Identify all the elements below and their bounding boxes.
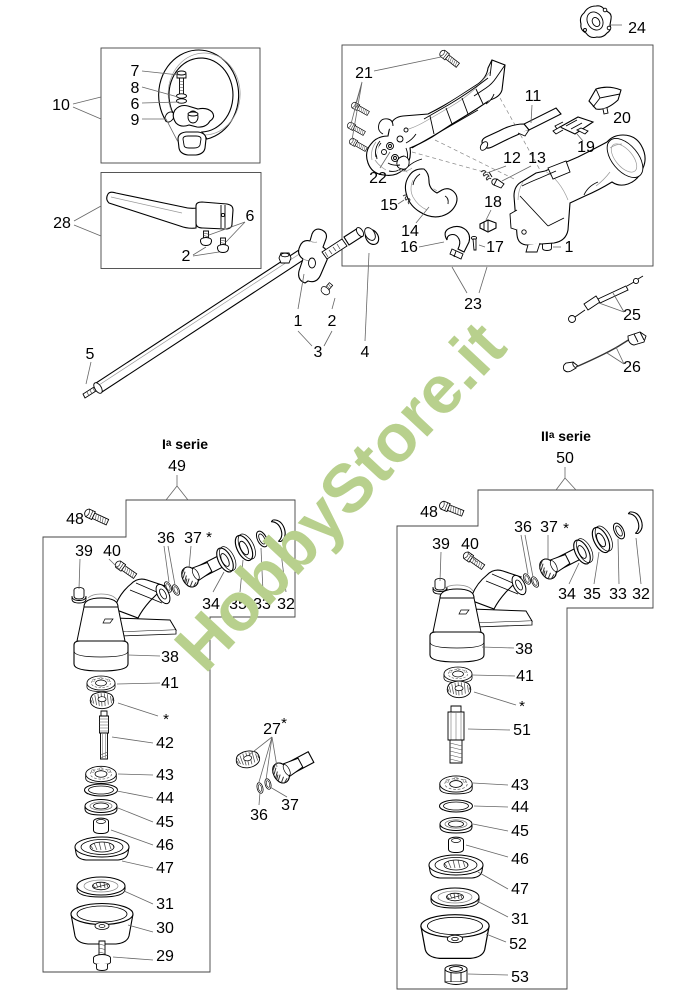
svg-text:1: 1	[565, 239, 574, 256]
svg-text:26: 26	[623, 359, 641, 376]
svg-text:2: 2	[328, 313, 337, 330]
svg-text:IIa serie: IIa serie	[541, 428, 591, 444]
svg-text:10: 10	[52, 97, 70, 114]
svg-text:25: 25	[623, 307, 641, 324]
svg-text:33: 33	[609, 586, 627, 603]
svg-text:37: 37	[281, 797, 299, 814]
svg-text:29: 29	[156, 948, 174, 965]
svg-text:32: 32	[277, 596, 295, 613]
svg-text:39: 39	[75, 543, 93, 560]
svg-text:36: 36	[250, 807, 268, 824]
svg-text:41: 41	[516, 668, 534, 685]
svg-text:31: 31	[156, 896, 174, 913]
svg-text:48: 48	[420, 504, 438, 521]
svg-text:45: 45	[511, 823, 529, 840]
svg-text:47: 47	[156, 860, 174, 877]
svg-text:4: 4	[361, 344, 370, 361]
svg-text:17: 17	[486, 239, 504, 256]
svg-text:37: 37	[184, 530, 202, 547]
svg-text:48: 48	[66, 511, 84, 528]
svg-text:50: 50	[556, 450, 574, 467]
svg-text:*: *	[563, 520, 569, 537]
svg-text:42: 42	[156, 735, 174, 752]
svg-text:46: 46	[156, 837, 174, 854]
svg-text:*: *	[163, 711, 169, 728]
svg-text:27: 27	[263, 721, 281, 738]
svg-text:3: 3	[314, 344, 323, 361]
svg-text:44: 44	[156, 790, 174, 807]
svg-text:43: 43	[511, 777, 529, 794]
svg-text:52: 52	[509, 936, 527, 953]
svg-text:30: 30	[156, 920, 174, 937]
svg-text:32: 32	[632, 586, 650, 603]
svg-text:38: 38	[515, 641, 533, 658]
svg-text:22: 22	[369, 170, 387, 187]
svg-text:41: 41	[161, 675, 179, 692]
svg-text:37: 37	[540, 519, 558, 536]
svg-text:1: 1	[294, 313, 303, 330]
svg-text:28: 28	[53, 215, 71, 232]
svg-text:9: 9	[131, 112, 140, 129]
svg-text:33: 33	[253, 596, 271, 613]
svg-text:40: 40	[461, 536, 479, 553]
svg-text:34: 34	[202, 596, 220, 613]
svg-text:18: 18	[484, 194, 502, 211]
svg-text:14: 14	[401, 223, 419, 240]
svg-text:2: 2	[182, 248, 191, 265]
svg-text:35: 35	[583, 586, 601, 603]
svg-text:*: *	[206, 529, 212, 546]
svg-text:46: 46	[511, 851, 529, 868]
svg-text:51: 51	[513, 722, 531, 739]
svg-text:36: 36	[514, 519, 532, 536]
svg-text:Ia serie: Ia serie	[162, 436, 208, 452]
svg-text:47: 47	[511, 881, 529, 898]
svg-text:6: 6	[131, 96, 140, 113]
svg-text:8: 8	[131, 80, 140, 97]
svg-text:16: 16	[400, 239, 418, 256]
svg-text:*: *	[281, 715, 287, 732]
svg-text:49: 49	[168, 458, 186, 475]
svg-text:21: 21	[355, 65, 373, 82]
svg-text:45: 45	[156, 814, 174, 831]
svg-text:40: 40	[103, 543, 121, 560]
svg-text:5: 5	[86, 346, 95, 363]
svg-text:24: 24	[628, 20, 646, 37]
svg-text:6: 6	[246, 208, 255, 225]
svg-text:31: 31	[511, 911, 529, 928]
svg-text:35: 35	[229, 596, 247, 613]
svg-text:43: 43	[156, 767, 174, 784]
svg-text:11: 11	[525, 88, 542, 105]
svg-text:38: 38	[161, 649, 179, 666]
svg-text:*: *	[519, 698, 525, 715]
svg-text:12: 12	[503, 150, 521, 167]
svg-text:19: 19	[577, 139, 595, 156]
svg-text:53: 53	[511, 969, 529, 986]
svg-text:39: 39	[432, 536, 450, 553]
svg-text:20: 20	[613, 110, 631, 127]
svg-text:34: 34	[558, 586, 576, 603]
svg-text:23: 23	[464, 296, 482, 313]
svg-text:15: 15	[380, 197, 398, 214]
svg-text:7: 7	[131, 63, 140, 80]
svg-text:44: 44	[511, 799, 529, 816]
svg-text:36: 36	[157, 530, 175, 547]
svg-text:13: 13	[528, 150, 546, 167]
